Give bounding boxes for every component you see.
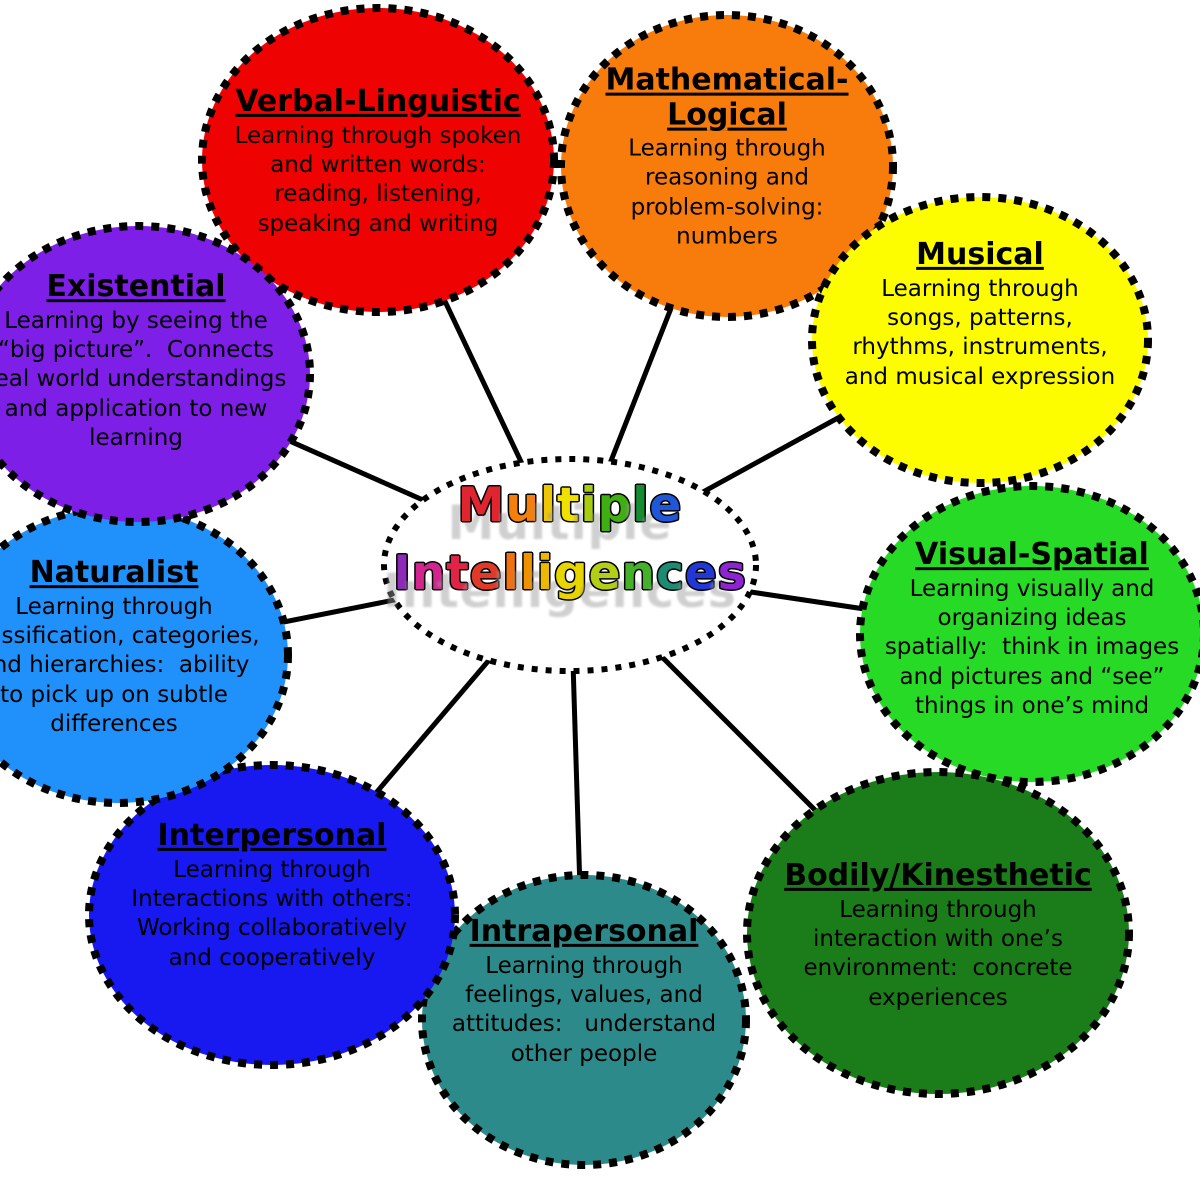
ellipse-visual-spatial xyxy=(856,482,1200,786)
bubble-description: Learning through reasoning and problem-s… xyxy=(628,135,826,250)
bubble-verbal-linguistic: Verbal-Linguistic Learning through spoke… xyxy=(208,83,548,239)
bubble-title: Mathematical- Logical xyxy=(605,62,849,133)
center-title-letter: g xyxy=(553,546,589,601)
bubble-description: Learning by seeing the “big picture”. Co… xyxy=(0,307,287,452)
bubble-description: Learning through Interactions with other… xyxy=(131,856,413,971)
center-title-letter: l xyxy=(519,546,537,601)
center-title-letter: e xyxy=(588,546,622,601)
center-title-letter: I xyxy=(393,546,412,601)
center-title-line-2: Intelligences xyxy=(393,540,746,608)
bubble-intrapersonal: Intrapersonal Learning through feelings,… xyxy=(414,913,754,1069)
ellipse-bodily-kinesthetic xyxy=(743,768,1133,1098)
bubble-title: Bodily/Kinesthetic xyxy=(784,857,1092,893)
bubble-existential: Existential Learning by seeing the “big … xyxy=(0,270,312,454)
ellipse-musical xyxy=(808,193,1152,487)
bubble-visual-spatial: Visual-Spatial Learning visually and org… xyxy=(850,538,1200,722)
center-title-letter: p xyxy=(597,478,633,533)
bubble-bodily-kinesthetic: Bodily/Kinesthetic Learning through inte… xyxy=(748,857,1128,1013)
bubble-description: Learning visually and organizing ideas s… xyxy=(884,575,1180,720)
center-title-letter: u xyxy=(505,478,540,533)
center-title-letter: i xyxy=(580,478,598,533)
bubble-title: Musical xyxy=(916,236,1044,272)
center-title-letter: n xyxy=(621,546,656,601)
center-title-letter: e xyxy=(684,546,718,601)
bubble-naturalist: Naturalist Learning through classificati… xyxy=(0,556,290,740)
bubble-mathematical-logical: Mathematical- Logical Learning through r… xyxy=(572,62,882,253)
bubble-interpersonal: Interpersonal Learning through Interacti… xyxy=(82,817,462,973)
center-ellipse xyxy=(381,456,759,674)
bubble-description: Learning through classification, categor… xyxy=(0,593,260,738)
center-title-letter: l xyxy=(539,478,558,533)
bubble-description: Learning through songs, patterns, rhythm… xyxy=(844,275,1116,390)
center-title-letter: i xyxy=(536,546,554,601)
bubble-title: Interpersonal xyxy=(157,817,387,853)
center-title-letter: t xyxy=(557,478,581,533)
ellipse-existential xyxy=(0,222,314,526)
center-title-letter: l xyxy=(502,546,520,601)
bubble-musical: Musical Learning through songs, patterns… xyxy=(810,236,1150,392)
ellipse-mathematical-logical xyxy=(557,11,897,321)
ellipse-verbal-linguistic xyxy=(198,4,558,316)
center-title-line-1: Multiple xyxy=(393,472,746,540)
bubble-title: Naturalist xyxy=(29,555,199,591)
bubble-title: Intrapersonal xyxy=(469,913,699,949)
bubble-title: Visual-Spatial xyxy=(915,537,1149,573)
center-title-letter: s xyxy=(717,546,747,601)
bubble-description: Learning through feelings, values, and a… xyxy=(451,952,717,1067)
bubble-description: Learning through spoken and written word… xyxy=(234,122,522,237)
center-title: Multiple Intelligences xyxy=(393,472,746,608)
center-title-letter: n xyxy=(411,546,447,601)
bubble-title: Verbal-Linguistic xyxy=(235,83,521,119)
center-title-letter: l xyxy=(632,478,650,533)
center-title-letter: c xyxy=(655,546,685,601)
bubble-title: Existential xyxy=(46,269,226,305)
center-title-letter: e xyxy=(649,478,683,533)
bubble-ellipses xyxy=(0,4,1200,1169)
ellipse-intrapersonal xyxy=(418,871,750,1169)
center-title-letter: e xyxy=(469,546,503,601)
ellipse-interpersonal xyxy=(85,761,459,1069)
center-title-letter: t xyxy=(446,546,470,601)
center-title-letter: M xyxy=(457,478,506,533)
ellipse-naturalist xyxy=(0,503,292,807)
bubble-description: Learning through interaction with one’s … xyxy=(803,896,1073,1011)
